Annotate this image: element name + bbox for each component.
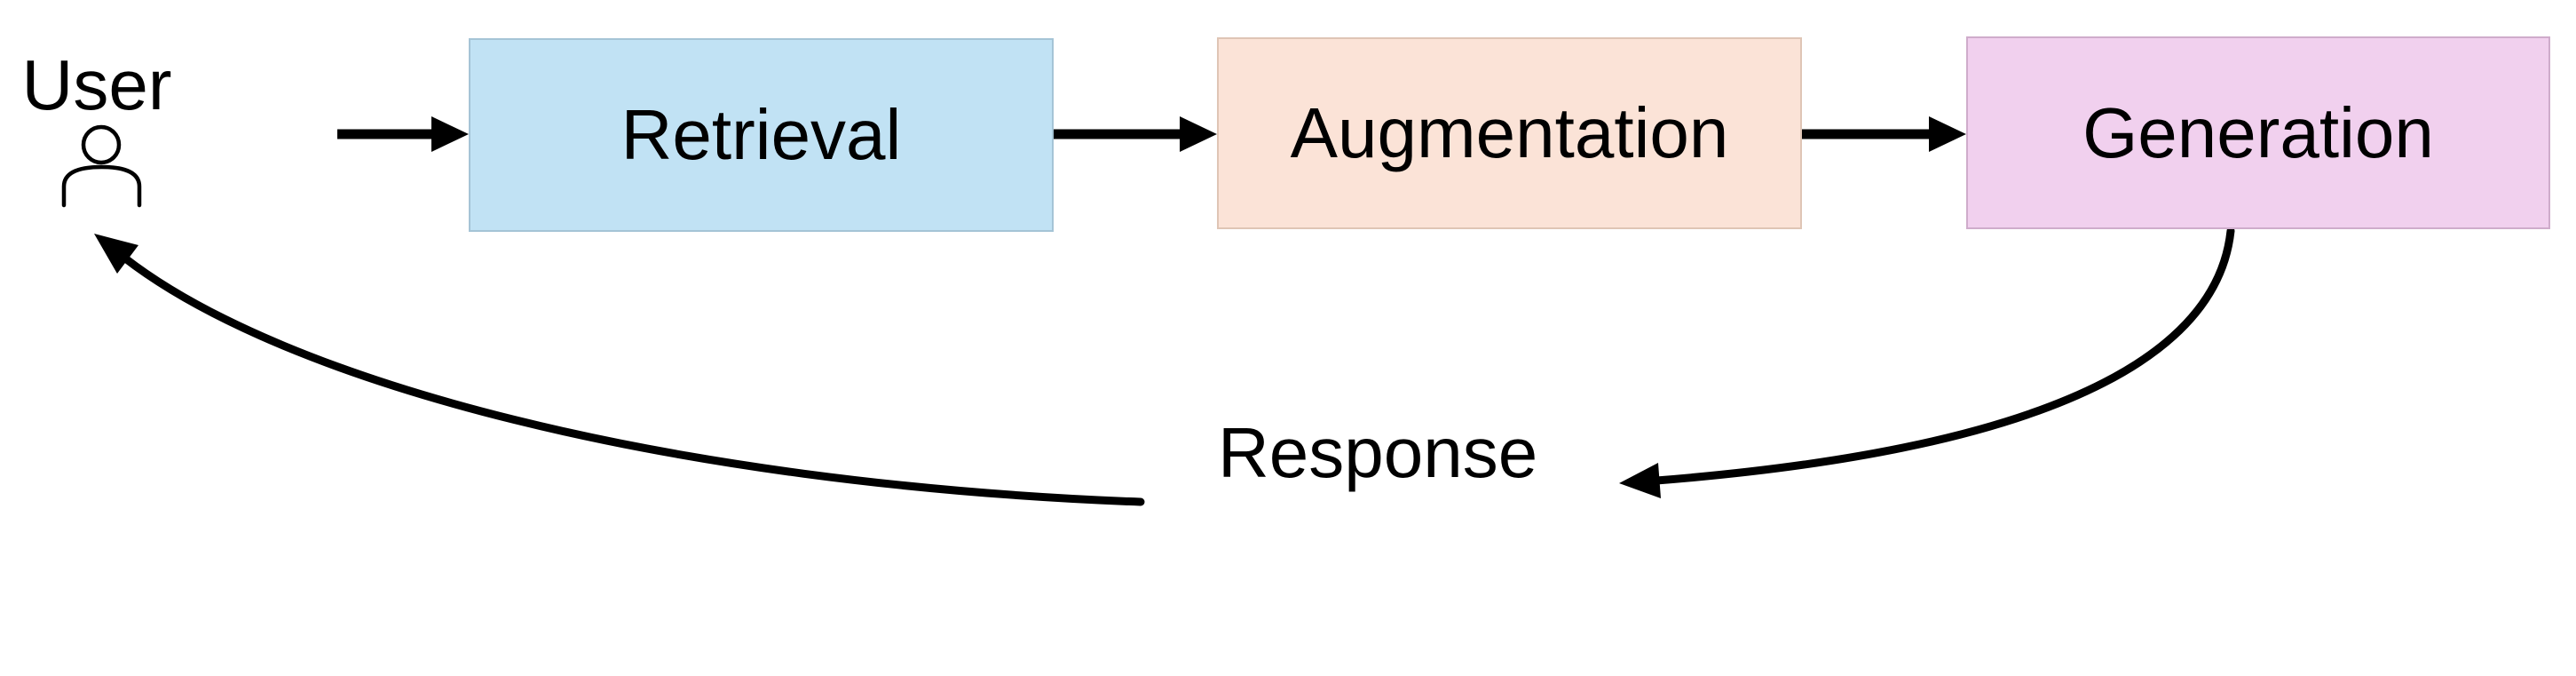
node-generation-label: Generation <box>2082 92 2434 172</box>
arrow-response-to-user <box>94 234 1145 506</box>
node-generation: Generation <box>1966 36 2550 229</box>
arrow-augmentation-to-generation <box>1802 116 1966 152</box>
curve-shaft <box>1652 227 2235 485</box>
arrowhead-icon <box>1180 116 1217 152</box>
curve-shaft <box>120 253 1145 506</box>
user-icon-head <box>81 124 122 165</box>
response-node-label: Response <box>1218 413 1538 492</box>
user-icon-shoulders <box>61 164 142 208</box>
user-node-label: User <box>21 45 172 124</box>
arrowhead-icon <box>94 234 138 274</box>
arrow-generation-to-response <box>1619 227 2235 498</box>
arrowhead-icon <box>431 116 469 152</box>
node-retrieval: Retrieval <box>469 38 1054 232</box>
arrowhead-icon <box>1929 116 1966 152</box>
node-retrieval-label: Retrieval <box>620 95 902 174</box>
arrow-retrieval-to-augmentation <box>1054 116 1217 152</box>
user-person-icon <box>61 124 142 208</box>
node-augmentation: Augmentation <box>1217 37 1802 229</box>
arrow-user-to-retrieval <box>337 116 469 152</box>
arrowhead-icon <box>1619 463 1661 498</box>
node-augmentation-label: Augmentation <box>1290 93 1729 172</box>
